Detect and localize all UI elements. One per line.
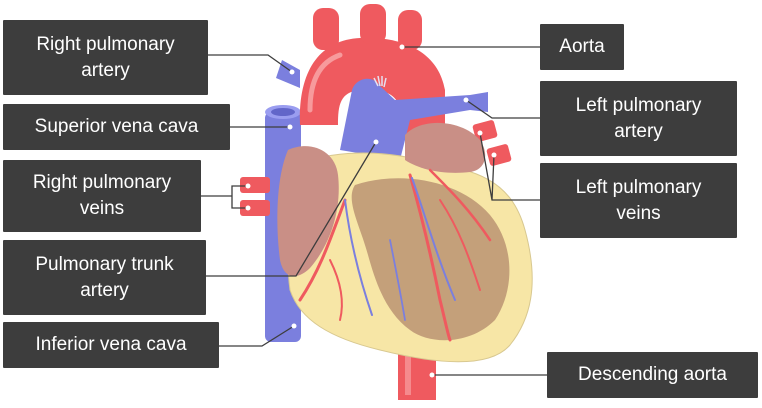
label-left-pulmonary-veins: Left pulmonary veins bbox=[540, 163, 737, 238]
label-aorta: Aorta bbox=[540, 24, 624, 70]
left-atrium bbox=[405, 122, 486, 173]
right-pulmonary-veins-vessel bbox=[240, 177, 270, 216]
pulmonary-trunk bbox=[276, 60, 488, 160]
label-right-pulmonary-artery: Right pulmonary artery bbox=[3, 20, 208, 95]
label-inferior-vena-cava: Inferior vena cava bbox=[3, 322, 219, 368]
label-superior-vena-cava: Superior vena cava bbox=[3, 104, 230, 150]
label-right-pulmonary-veins: Right pulmonary veins bbox=[3, 160, 201, 232]
label-left-pulmonary-artery: Left pulmonary artery bbox=[540, 81, 737, 156]
label-descending-aorta: Descending aorta bbox=[547, 352, 758, 398]
right-atrium bbox=[277, 146, 339, 277]
label-pulmonary-trunk-artery: Pulmonary trunk artery bbox=[3, 240, 206, 315]
left-pulmonary-veins-vessel bbox=[472, 120, 512, 166]
leader-lines bbox=[201, 44, 547, 378]
coronary-vessels bbox=[298, 168, 492, 342]
